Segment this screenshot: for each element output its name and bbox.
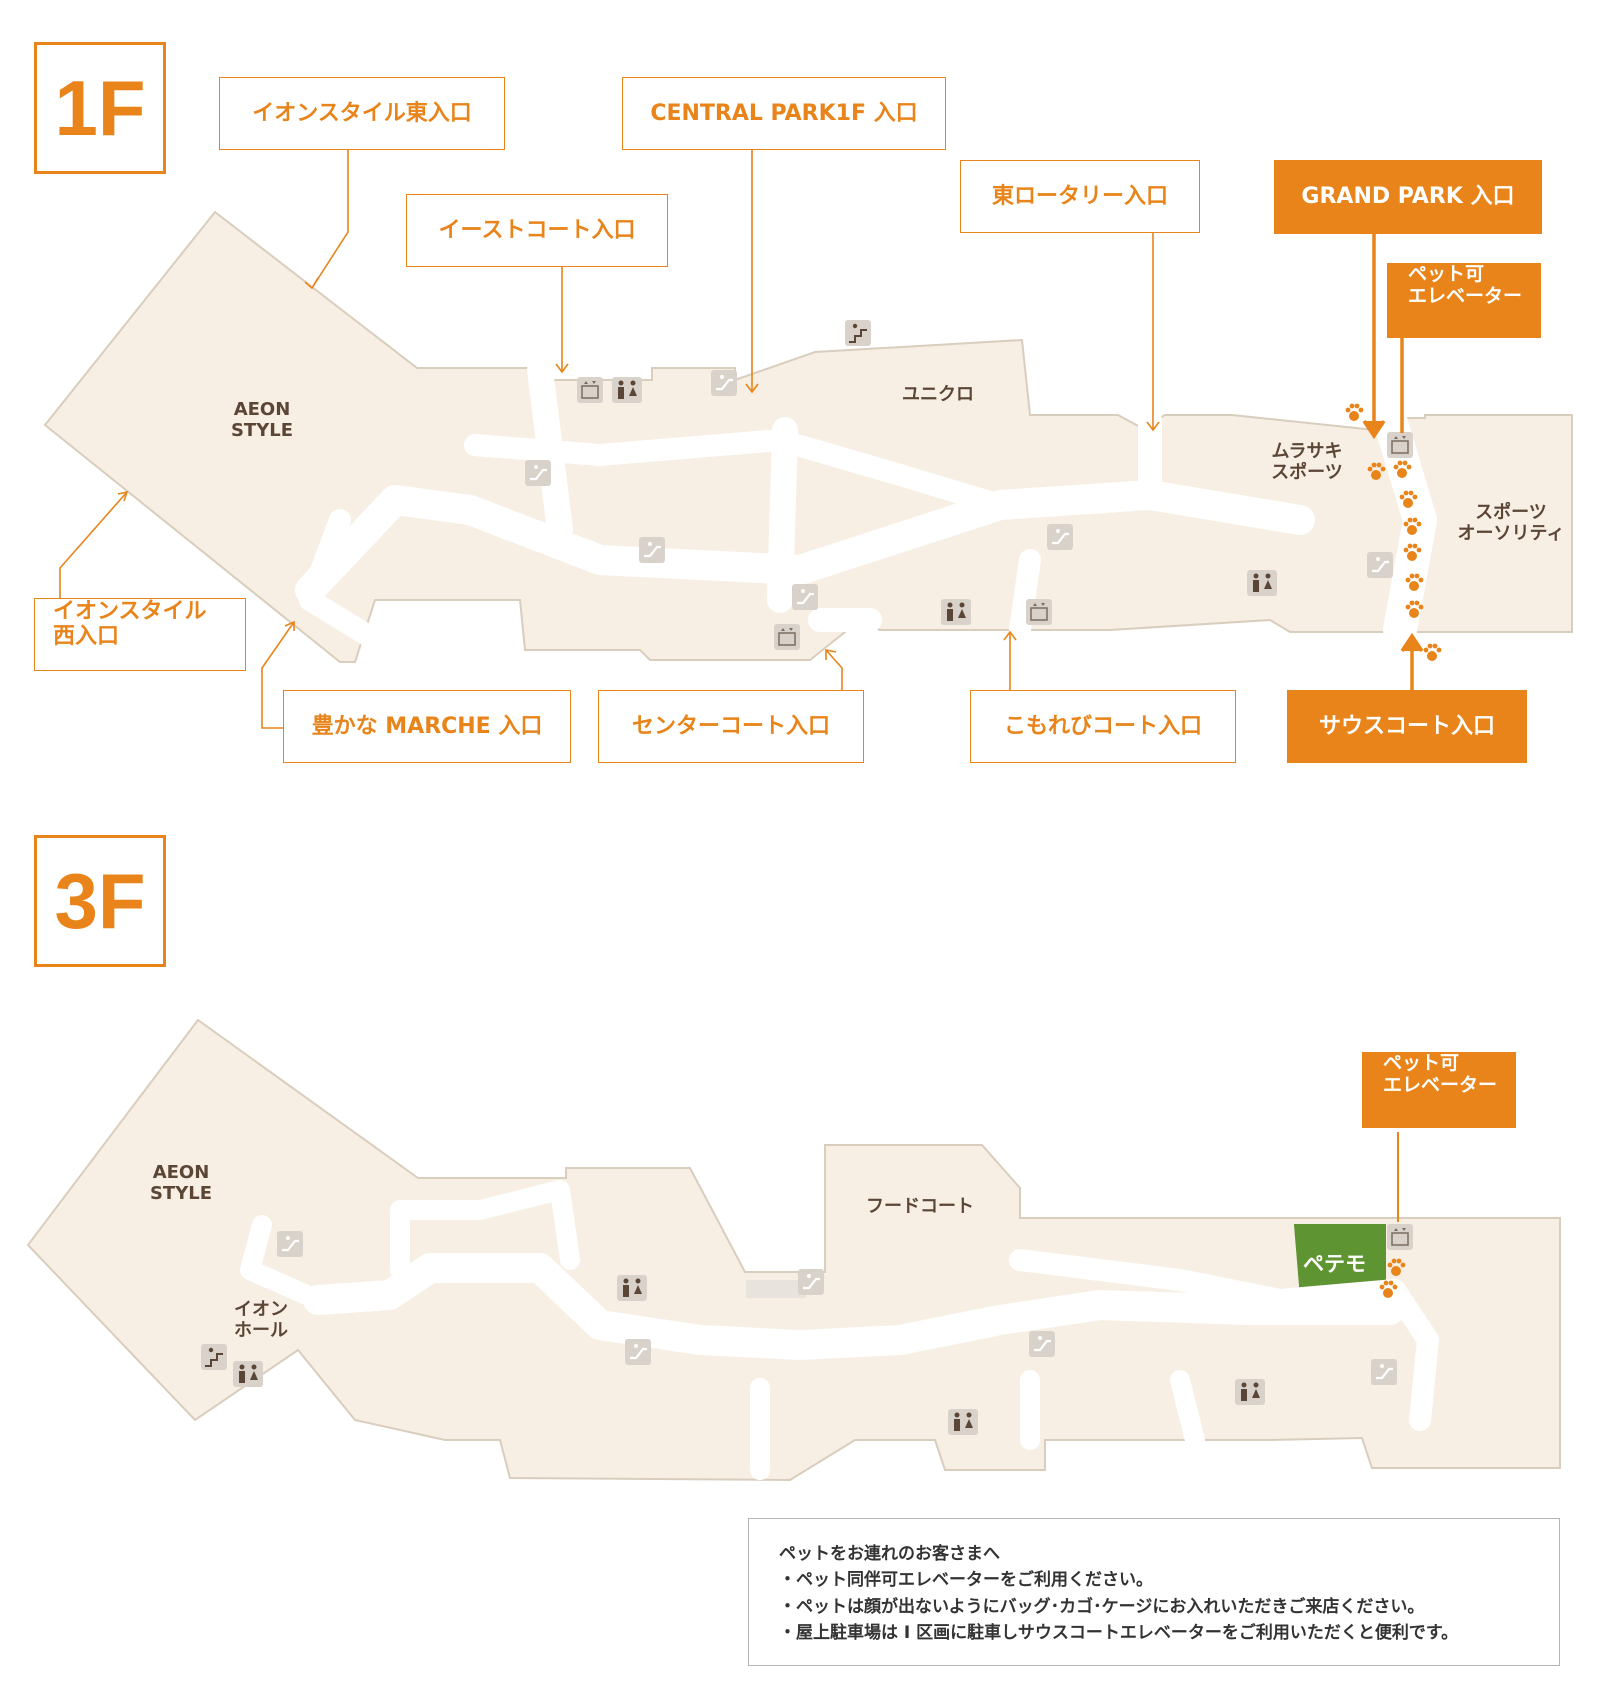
label-south-court-entrance[interactable]: サウスコート入口: [1287, 690, 1527, 763]
shop-aeon-hall: イオン ホール: [226, 1299, 296, 1341]
escalator-icon: [796, 1267, 826, 1297]
label-east-court-entrance[interactable]: イーストコート入口: [406, 194, 668, 267]
label-east-rotary-entrance[interactable]: 東ロータリー入口: [960, 160, 1200, 233]
stairs-icon: [200, 1343, 228, 1371]
label-marche-entrance[interactable]: 豊かな MARCHE 入口: [283, 690, 571, 763]
escalator-icon: [709, 368, 739, 398]
pet-elevator-line2: エレベーター: [1383, 1073, 1498, 1096]
floor-3f-corridors: [240, 1180, 1439, 1480]
shop-food-court: フードコート: [866, 1196, 974, 1217]
floor-badge-3f: 3F: [34, 835, 166, 967]
label-pet-elevator-1f[interactable]: ペット可 エレベーター: [1387, 263, 1541, 338]
notice-line: ・ペットは顔が出ないようにバッグ･カゴ･ケージにお入れいただきご来店ください。: [779, 1596, 1425, 1617]
shop-line: イオン: [234, 1299, 288, 1320]
escalator-icon: [790, 582, 820, 612]
escalator-icon: [1027, 1329, 1057, 1359]
restroom-icon: [941, 599, 971, 625]
restroom-icon: [1247, 570, 1277, 596]
shop-murasaki-sports: ムラサキ スポーツ: [1262, 441, 1352, 483]
shop-line: AEON: [152, 1162, 210, 1183]
floor-1f-leaders: [59, 150, 1160, 729]
label-aeon-east-entrance[interactable]: イオンスタイル東入口: [219, 77, 505, 150]
escalator-icon: [1369, 1357, 1399, 1387]
elevator-icon: [1386, 1223, 1414, 1251]
notice-line: ・ペット同伴可エレベーターをご利用ください。: [779, 1570, 1153, 1591]
shop-line: AEON: [233, 399, 291, 420]
shop-line: オーソリティ: [1457, 522, 1565, 544]
escalator-icon: [637, 535, 667, 565]
label-grand-park-entrance[interactable]: GRAND PARK 入口: [1274, 160, 1542, 234]
floor-3f-walkway: [746, 1280, 806, 1298]
restroom-icon: [617, 1275, 647, 1301]
paw-icon: [1345, 403, 1364, 421]
elevator-icon: [576, 376, 604, 404]
shop-line: STYLE: [149, 1182, 213, 1204]
label-center-court-entrance[interactable]: センターコート入口: [598, 690, 864, 763]
escalator-icon: [1045, 522, 1075, 552]
shop-line: ホール: [234, 1319, 288, 1341]
label-pet-elevator-3f[interactable]: ペット可 エレベーター: [1362, 1052, 1516, 1128]
notice-title: ペットをお連れのお客さまへ: [779, 1544, 1000, 1564]
shop-line: ムラサキ: [1271, 441, 1343, 462]
pet-elevator-line1: ペット可: [1408, 263, 1485, 285]
shop-line: STYLE: [230, 419, 294, 441]
shop-aeon-style-1f: AEON STYLE: [226, 399, 298, 441]
floor-1f-corridors: [295, 357, 1437, 651]
elevator-icon: [773, 623, 801, 651]
escalator-icon: [275, 1229, 305, 1259]
label-aeon-west-entrance[interactable]: イオンスタイル 西入口: [34, 598, 246, 671]
shop-line: スポーツ: [1475, 502, 1547, 523]
elevator-icon: [1025, 598, 1053, 626]
restroom-icon: [1235, 1379, 1265, 1405]
notice-line: ・屋上駐車場は I 区画に駐車しサウスコートエレベーターをご利用いただくと便利で…: [779, 1623, 1459, 1644]
escalator-icon: [623, 1337, 653, 1367]
shop-uniqlo: ユニクロ: [902, 384, 974, 405]
elevator-icon: [1386, 431, 1414, 459]
floor-1f-accent-leaders: [1362, 234, 1424, 690]
restroom-icon: [948, 1409, 978, 1435]
pet-notice-box: ペットをお連れのお客さまへ ・ペット同伴可エレベーターをご利用ください。 ・ペッ…: [748, 1518, 1560, 1666]
pet-elevator-line2: エレベーター: [1408, 284, 1523, 307]
shop-aeon-style-3f: AEON STYLE: [143, 1162, 219, 1204]
pet-elevator-line1: ペット可: [1383, 1052, 1460, 1074]
shop-line: スポーツ: [1271, 461, 1343, 483]
label-central-park-entrance[interactable]: CENTRAL PARK1F 入口: [622, 77, 946, 150]
aeon-west-line1: イオンスタイル: [53, 599, 207, 624]
stairs-icon: [844, 319, 872, 347]
escalator-icon: [1365, 550, 1395, 580]
paw-icon: [1423, 643, 1442, 661]
aeon-west-line2: 西入口: [53, 624, 120, 650]
shop-petemo: ペテモ: [1303, 1252, 1366, 1276]
label-komorebi-court-entrance[interactable]: こもれびコート入口: [970, 690, 1236, 763]
restroom-icon: [233, 1361, 263, 1387]
restroom-icon: [612, 377, 642, 403]
floor-badge-1f: 1F: [34, 42, 166, 174]
escalator-icon: [523, 458, 553, 488]
shop-sports-authority: スポーツ オーソリティ: [1446, 502, 1576, 544]
